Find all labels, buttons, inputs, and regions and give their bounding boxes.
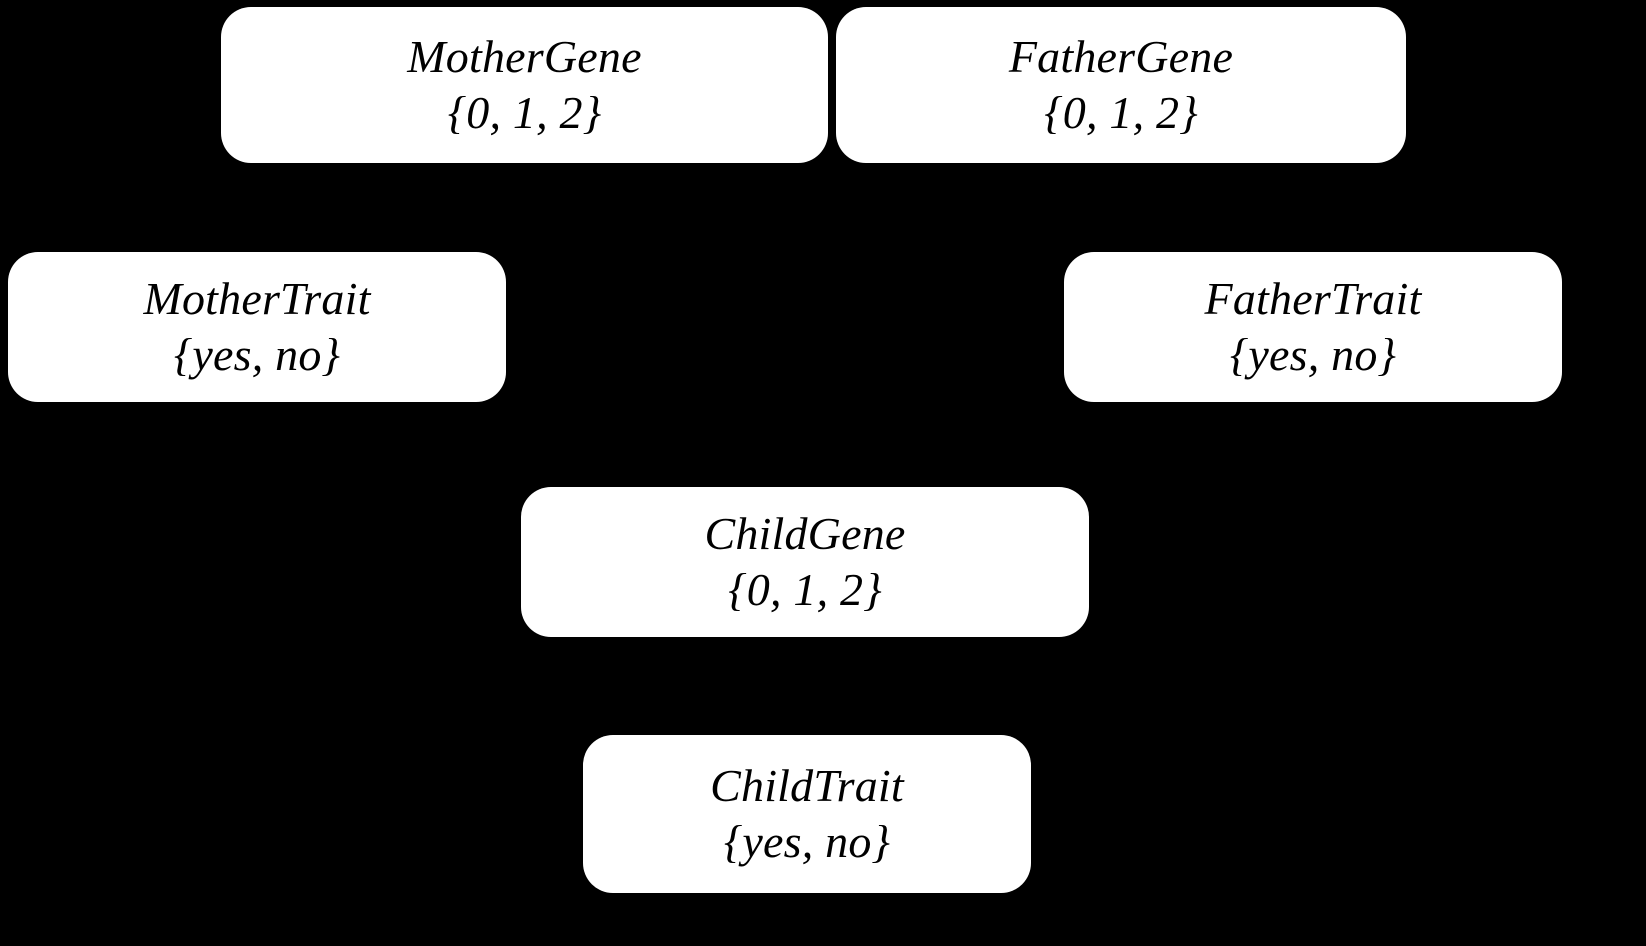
node-father-trait[interactable]: FatherTrait {yes, no} (1064, 252, 1562, 402)
node-father-gene-label: FatherGene (1008, 30, 1234, 82)
edge-mothergene-childgene (598, 162, 702, 488)
node-mother-trait-domain: {yes, no} (173, 329, 341, 380)
node-mother-gene[interactable]: MotherGene {0, 1, 2} (221, 7, 828, 163)
node-mother-trait[interactable]: MotherTrait {yes, no} (8, 252, 506, 402)
node-mother-gene-label: MotherGene (407, 30, 642, 82)
node-father-gene-domain: {0, 1, 2} (1044, 87, 1198, 138)
node-child-gene-domain: {0, 1, 2} (728, 564, 882, 615)
node-child-trait-label: ChildTrait (710, 759, 904, 811)
edge-fathergene-fathertrait (1198, 161, 1315, 254)
node-mother-trait-label: MotherTrait (143, 272, 371, 324)
node-father-gene[interactable]: FatherGene {0, 1, 2} (836, 7, 1406, 163)
node-child-trait-domain: {yes, no} (723, 816, 891, 867)
node-child-gene-label: ChildGene (704, 507, 906, 559)
edge-mothergene-mothertrait (255, 161, 332, 254)
node-father-trait-label: FatherTrait (1204, 272, 1422, 324)
node-mother-gene-domain: {0, 1, 2} (447, 87, 602, 138)
node-child-gene[interactable]: ChildGene {0, 1, 2} (521, 487, 1089, 637)
edge-fathergene-childgene (898, 162, 1002, 488)
node-father-trait-domain: {yes, no} (1229, 329, 1397, 380)
node-child-trait[interactable]: ChildTrait {yes, no} (583, 735, 1031, 893)
